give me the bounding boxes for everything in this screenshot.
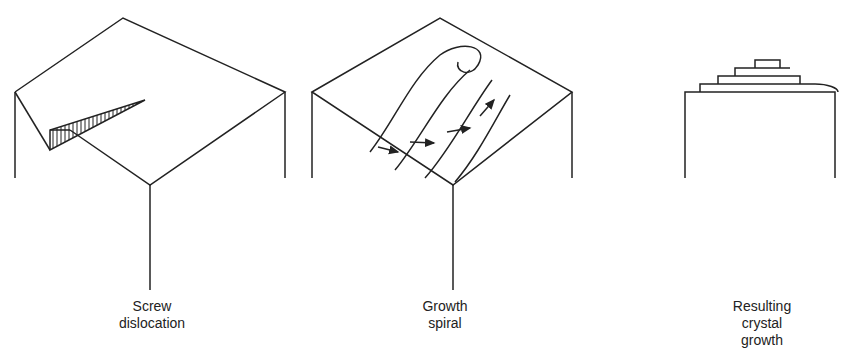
growth-spiral-figure: [312, 18, 572, 290]
figure-caption: Growth spiral: [410, 298, 480, 332]
figure-caption: Resulting crystal growth: [727, 298, 797, 349]
screw-dislocation-figure: [15, 18, 285, 290]
figure-caption: Screw dislocation: [112, 298, 192, 332]
crystal-growth-figure: [685, 60, 838, 178]
